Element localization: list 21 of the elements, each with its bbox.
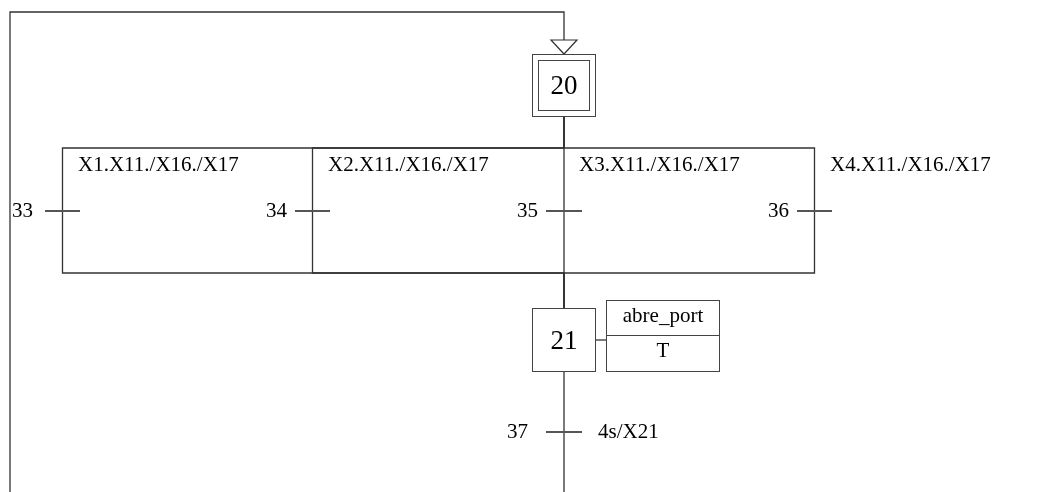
step-box: 21	[532, 308, 596, 372]
transition-condition: 4s/X21	[598, 419, 659, 443]
transition-number: 35	[517, 198, 538, 222]
connector-line	[595, 339, 607, 341]
transition-number: 36	[768, 198, 789, 222]
connector-line	[563, 432, 565, 492]
action-name: abre_port	[621, 303, 705, 327]
transition-number: 33	[12, 198, 33, 222]
transition-number: 37	[507, 419, 528, 443]
transition-condition: X2.X11./X16./X17	[328, 152, 489, 176]
action-box	[606, 300, 720, 372]
connector-line	[563, 116, 816, 211]
transition-condition: X1.X11./X16./X17	[78, 152, 239, 176]
transition-condition: X4.X11./X16./X17	[830, 152, 991, 176]
initial-step-box: 20	[532, 54, 596, 117]
connector-line	[563, 211, 816, 309]
transition-condition: X3.X11./X16./X17	[579, 152, 740, 176]
action-qualifier: T	[655, 338, 671, 362]
arrow	[9, 11, 578, 492]
transition-number: 34	[266, 198, 287, 222]
connector-line	[563, 371, 565, 432]
